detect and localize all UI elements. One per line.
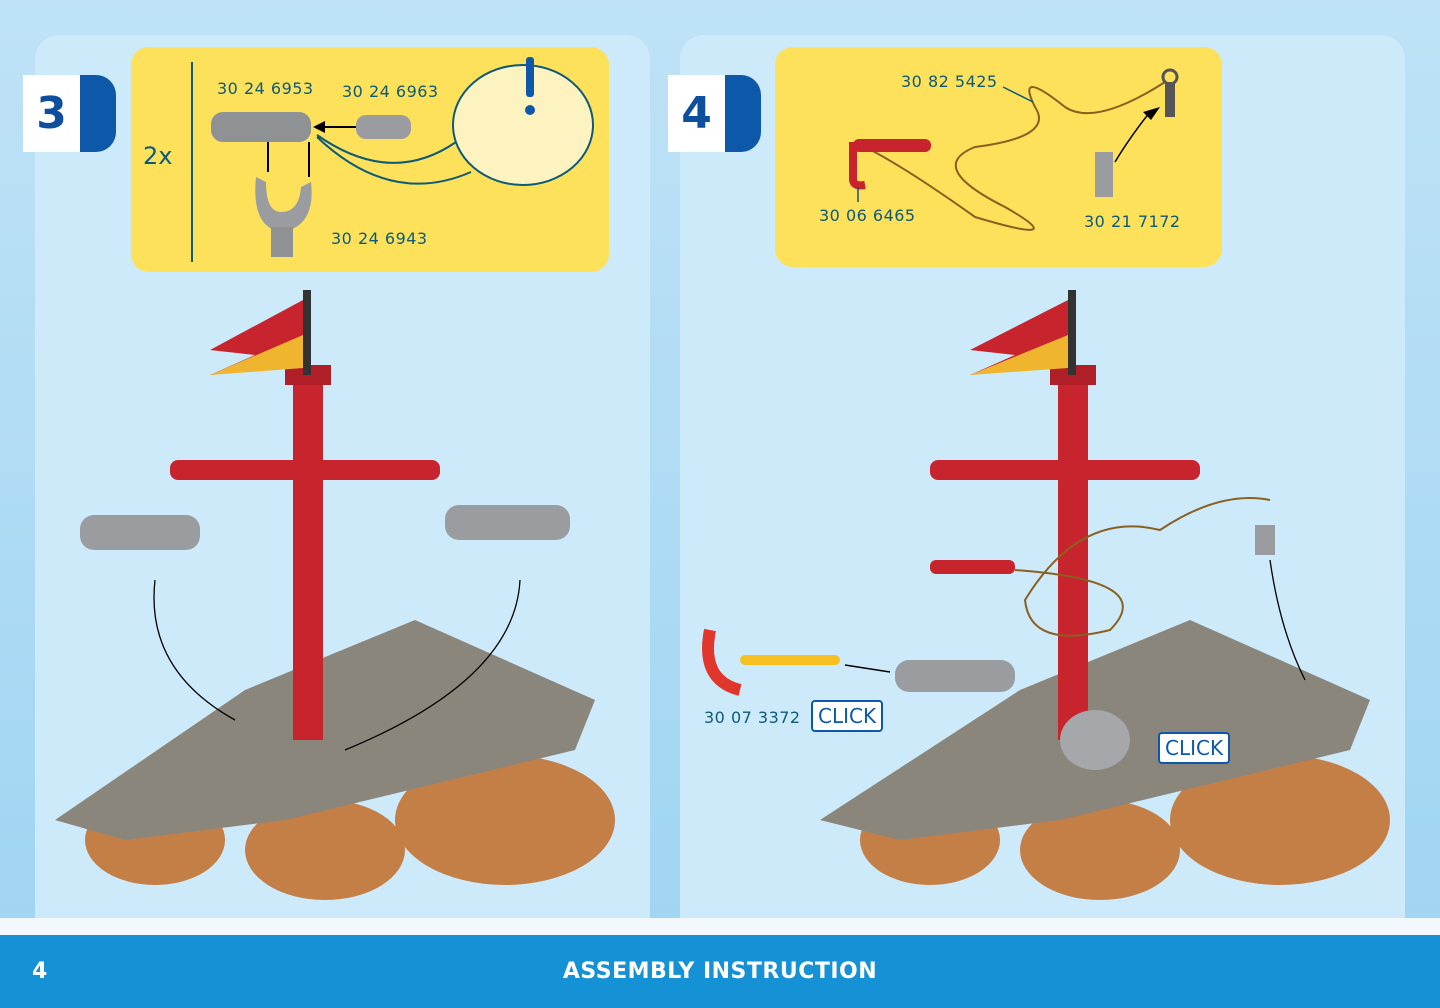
part-number: 30 06 6465: [819, 206, 916, 225]
step-number: 4: [668, 75, 725, 152]
page-number: 4: [32, 959, 48, 984]
badge-tab: [80, 75, 116, 152]
raft-illustration-step-3: [55, 290, 615, 900]
step-number-badge: 4: [668, 75, 761, 152]
part-number: 30 24 6943: [331, 229, 428, 248]
parts-illustration: [211, 57, 594, 257]
parts-illustration: [849, 68, 1179, 231]
quantity-label: 2x: [143, 142, 173, 170]
part-number: 30 21 7172: [1084, 212, 1181, 231]
badge-tab: [725, 75, 761, 152]
step-number: 3: [23, 75, 80, 152]
footer-divider: [0, 918, 1440, 935]
click-label: CLICK: [811, 700, 884, 732]
footer-bar: 4 ASSEMBLY INSTRUCTION: [0, 935, 1440, 1008]
part-number: 30 82 5425: [901, 72, 998, 91]
step-number-badge: 3: [23, 75, 116, 152]
click-label: CLICK: [1158, 732, 1231, 764]
part-number: 30 07 3372: [704, 708, 801, 727]
part-number: 30 24 6963: [342, 82, 439, 101]
raft-illustration-step-4: [702, 290, 1390, 900]
part-number: 30 24 6953: [217, 79, 314, 98]
divider: [191, 62, 193, 262]
parts-box-step-3: 2x 30 24 6953 30 24 6963 30 24 6943: [131, 47, 609, 272]
parts-box-step-4: 30 82 5425 30 06 6465 30 21 7172: [775, 47, 1222, 267]
footer-title: ASSEMBLY INSTRUCTION: [562, 959, 878, 984]
